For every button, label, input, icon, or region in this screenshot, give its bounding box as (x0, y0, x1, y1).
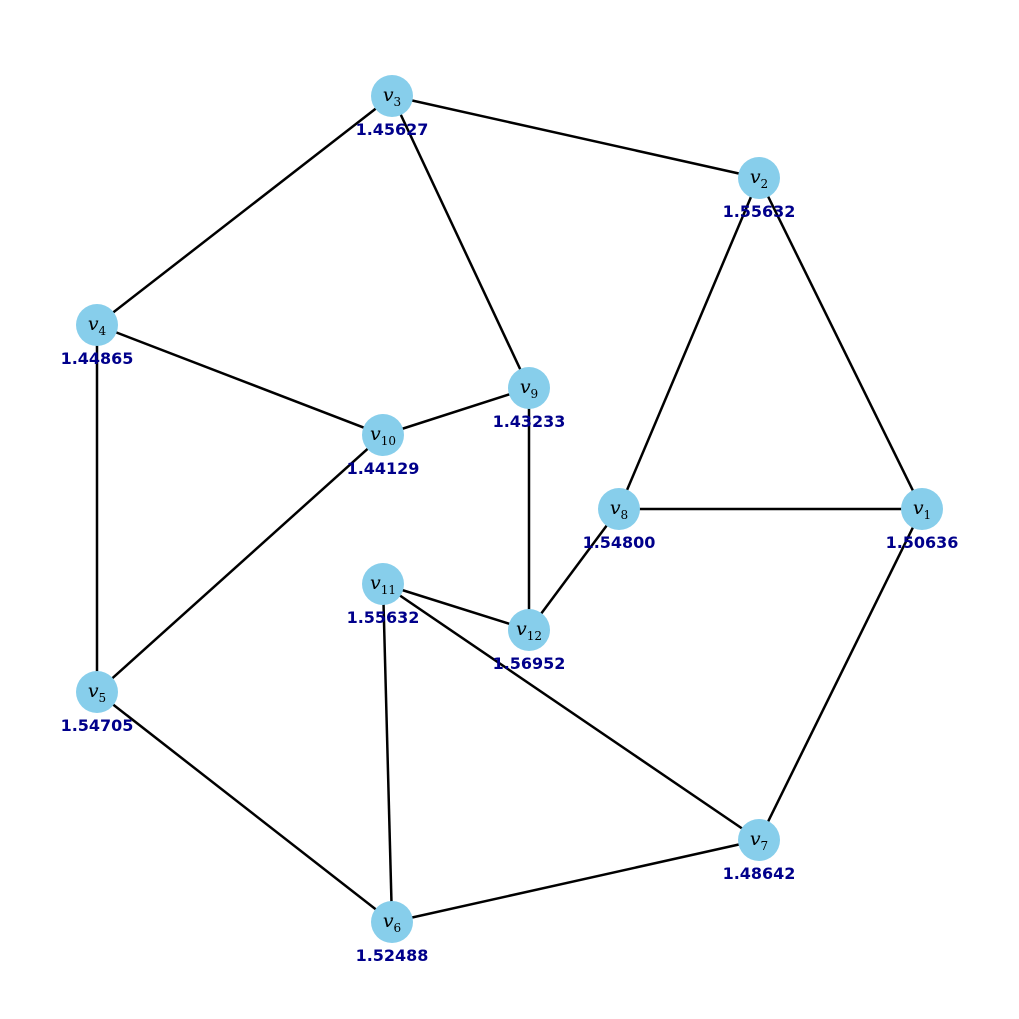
edge-v2-v1 (757, 177, 924, 510)
node-v11: v11 1.55632 (347, 563, 420, 627)
edge-v11-v6 (381, 583, 394, 923)
node-label: v10 (370, 423, 396, 448)
node-circle (738, 157, 780, 199)
node-circle (76, 671, 118, 713)
node-v2: v2 1.55632 (723, 157, 796, 221)
node-value: 1.56952 (493, 654, 566, 673)
edge-v10-v5 (96, 434, 384, 693)
edge-v10-v9 (382, 386, 530, 437)
edge-v1-v7 (757, 508, 924, 841)
edge-v5-v6 (96, 691, 393, 923)
node-v9: v9 1.43233 (493, 367, 566, 431)
node-value: 1.44865 (61, 349, 134, 368)
node-v6: v6 1.52488 (356, 901, 429, 965)
node-v5: v5 1.54705 (61, 671, 134, 735)
node-label: v8 (610, 497, 628, 522)
node-value: 1.55632 (723, 202, 796, 221)
node-value: 1.48642 (723, 864, 796, 883)
node-label: v7 (750, 828, 768, 853)
node-value: 1.52488 (356, 946, 429, 965)
node-value: 1.44129 (347, 459, 420, 478)
node-v8: v8 1.54800 (583, 488, 656, 552)
node-label: v11 (370, 572, 396, 597)
edge-v11-v12 (382, 582, 530, 632)
node-circle (738, 819, 780, 861)
edge-v8-v12 (527, 508, 621, 631)
node-circle (371, 75, 413, 117)
node-v10: v10 1.44129 (347, 414, 420, 478)
node-circle (371, 901, 413, 943)
node-v4: v4 1.44865 (61, 304, 134, 368)
edge-v2-v8 (617, 177, 761, 510)
edge-v3-v9 (390, 95, 531, 389)
node-label: v2 (750, 166, 768, 191)
edge-v3-v4 (96, 95, 393, 326)
node-v3: v3 1.45627 (356, 75, 429, 139)
node-value: 1.54705 (61, 716, 134, 735)
node-value: 1.45627 (356, 120, 429, 139)
node-label: v5 (88, 680, 106, 705)
node-label: v3 (383, 84, 401, 109)
node-circle (76, 304, 118, 346)
nodes-layer: v1 1.50636 v2 1.55632 v3 1.45627 v4 1.44865 v5 1.… (61, 75, 959, 965)
node-v1: v1 1.50636 (886, 488, 959, 552)
node-circle (508, 367, 550, 409)
node-v12: v12 1.56952 (493, 609, 566, 673)
node-label: v9 (520, 376, 538, 401)
node-label: v4 (88, 313, 107, 338)
node-circle (901, 488, 943, 530)
edges-layer (95, 94, 924, 924)
node-value: 1.54800 (583, 533, 656, 552)
node-value: 1.43233 (493, 412, 566, 431)
node-circle (362, 563, 404, 605)
node-value: 1.50636 (886, 533, 959, 552)
node-circle (598, 488, 640, 530)
edge-v6-v7 (391, 838, 760, 924)
edge-v3-v2 (391, 94, 760, 180)
node-label: v6 (383, 910, 401, 935)
node-label: v1 (913, 497, 931, 522)
node-value: 1.55632 (347, 608, 420, 627)
edge-v11-v7 (382, 582, 760, 842)
node-circle (508, 609, 550, 651)
node-label: v12 (516, 618, 542, 643)
edge-v4-v10 (96, 323, 384, 437)
node-circle (362, 414, 404, 456)
node-v7: v7 1.48642 (723, 819, 796, 883)
